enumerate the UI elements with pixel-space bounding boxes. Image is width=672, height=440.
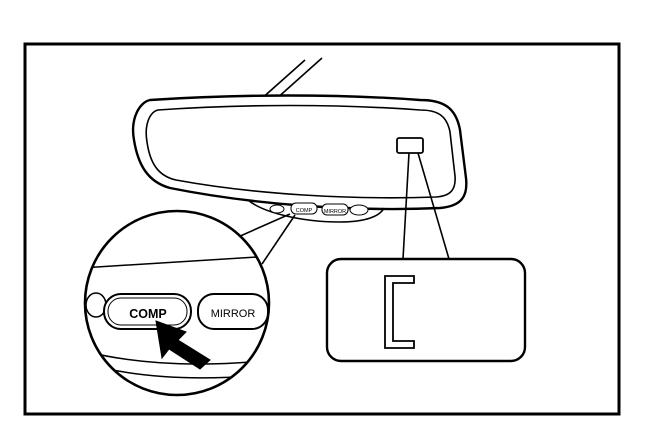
mirror-glass [145,104,456,199]
mirror-button[interactable] [197,293,269,330]
compass-display-icon [396,137,424,154]
magnified-button-view: COMP MIRROR [83,209,271,397]
small-comp-button[interactable] [290,202,318,215]
display-callout-box [325,257,527,363]
arrow-pointer-icon [155,320,211,370]
display-character-glyph [384,275,415,349]
mirror-button-strip [247,199,385,223]
comp-button-label: COMP [129,307,167,321]
mirror-button-label: MIRROR [211,308,256,320]
small-comp-label: COMP [296,208,313,214]
small-button-row [269,202,369,216]
display-callout-lines [402,152,450,260]
small-mirror-label: MIRROR [324,209,346,215]
small-mirror-button[interactable] [321,203,349,216]
comp-button[interactable] [103,293,192,330]
